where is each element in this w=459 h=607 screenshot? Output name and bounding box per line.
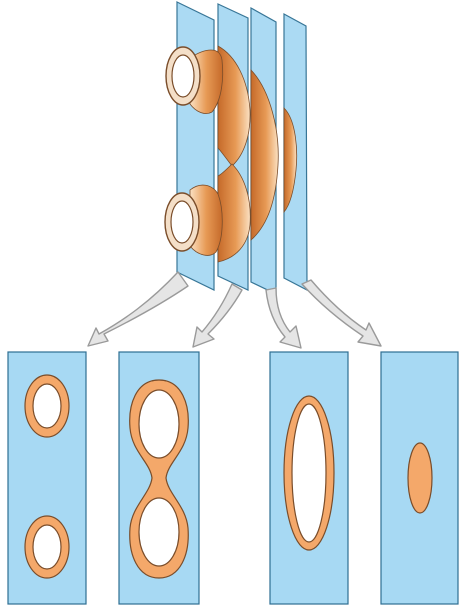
front-ring-upper (166, 47, 200, 105)
cross-section-panel-4 (381, 352, 458, 604)
panel-3-ring-hole (292, 404, 326, 542)
front-ring-lower (165, 193, 199, 251)
cross-section-panel-3 (270, 352, 348, 604)
cross-section-panel-1 (8, 352, 86, 604)
panel-2-lower-hole (139, 498, 179, 566)
panel-2-upper-hole (139, 390, 179, 458)
panel-1-upper-ring (25, 375, 69, 437)
cross-section-panel-2 (119, 352, 199, 604)
arrow-to-panel-4 (302, 280, 381, 346)
panel-1-lower-ring (25, 516, 69, 578)
sliced-torus-3d (165, 2, 307, 294)
arrow-to-panel-3 (266, 288, 301, 348)
arrow-to-panel-1 (88, 272, 188, 346)
panel-4-solid-disk (408, 443, 432, 513)
arrow-to-panel-2 (193, 284, 242, 347)
